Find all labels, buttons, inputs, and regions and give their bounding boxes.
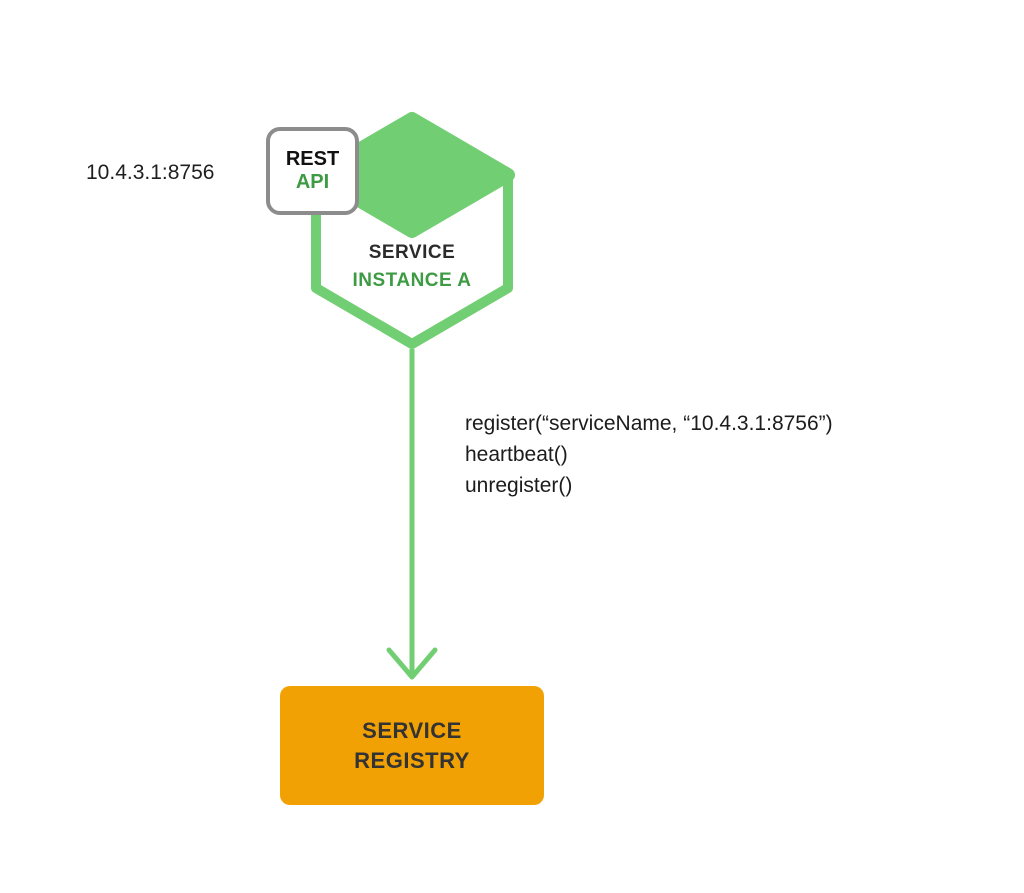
service-instance-label: SERVICE INSTANCE A: [302, 239, 522, 294]
registry-label-line1: SERVICE: [362, 717, 462, 743]
rest-api-badge: REST API: [266, 127, 359, 215]
register-call-text: register(“serviceName, “10.4.3.1:8756”): [465, 412, 833, 435]
registry-label-line2: REGISTRY: [354, 747, 470, 773]
arrow-down-icon: [386, 647, 438, 680]
heartbeat-call-text: heartbeat(): [465, 443, 568, 466]
registry-api-calls: register(“serviceName, “10.4.3.1:8756”) …: [465, 408, 833, 501]
instance-address-label: 10.4.3.1:8756: [86, 161, 215, 184]
rest-label: REST: [285, 148, 340, 170]
service-label: SERVICE: [368, 242, 456, 263]
instance-a-label: INSTANCE A: [352, 269, 472, 291]
service-registry-box: SERVICE REGISTRY: [280, 686, 544, 805]
api-label: API: [295, 171, 330, 193]
unregister-call-text: unregister(): [465, 474, 573, 497]
